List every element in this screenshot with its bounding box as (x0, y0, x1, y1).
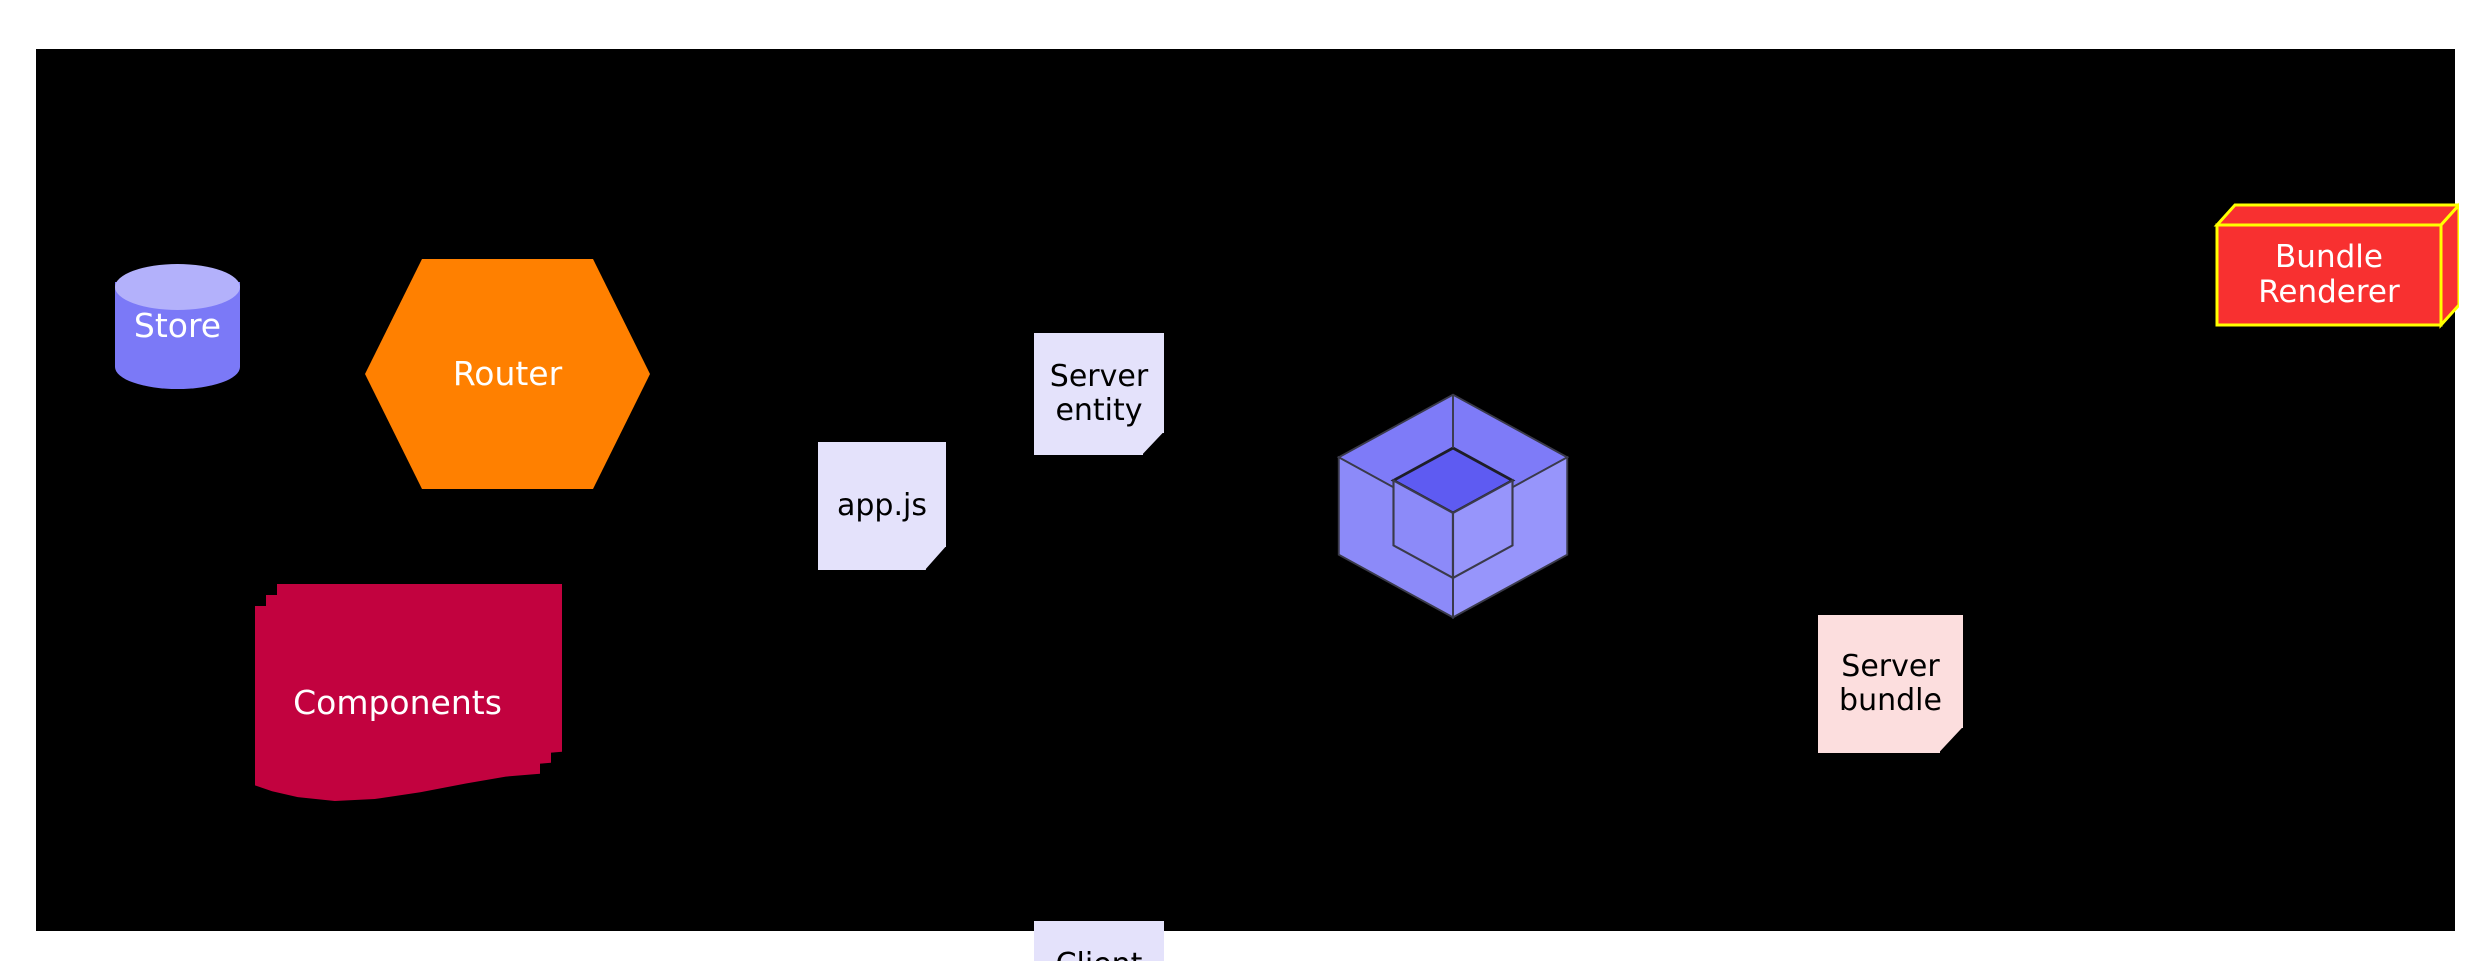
node-bundle-renderer[interactable]: Bundle Renderer (2199, 199, 2459, 331)
node-server-bundle[interactable]: Server bundle (1818, 615, 1963, 753)
node-client-entry[interactable]: Client entry (1034, 921, 1164, 961)
node-router-label: Router (452, 353, 563, 393)
webpack-cube-icon (1336, 393, 1570, 619)
node-app-js[interactable]: app.js (818, 442, 946, 570)
node-router[interactable]: Router (365, 259, 650, 489)
node-server-entity[interactable]: Server entity (1034, 333, 1164, 455)
node-components[interactable]: Components (255, 584, 562, 801)
note-body (1034, 333, 1164, 455)
page-fold-icon (1939, 728, 1963, 753)
note-body (1818, 615, 1963, 753)
note-body (818, 442, 946, 570)
node-store[interactable]: Store (115, 264, 240, 389)
cylinder-top-ellipse (115, 264, 240, 310)
note-body (1034, 921, 1164, 961)
page-fold-icon (925, 546, 946, 570)
node-webpack-logo[interactable] (1334, 390, 1572, 622)
page-fold-icon (1143, 433, 1164, 455)
box3d-icon (2213, 202, 2459, 329)
diagram-canvas: Store Router Components app.js (36, 49, 2459, 961)
components-sheet-front (255, 606, 540, 801)
